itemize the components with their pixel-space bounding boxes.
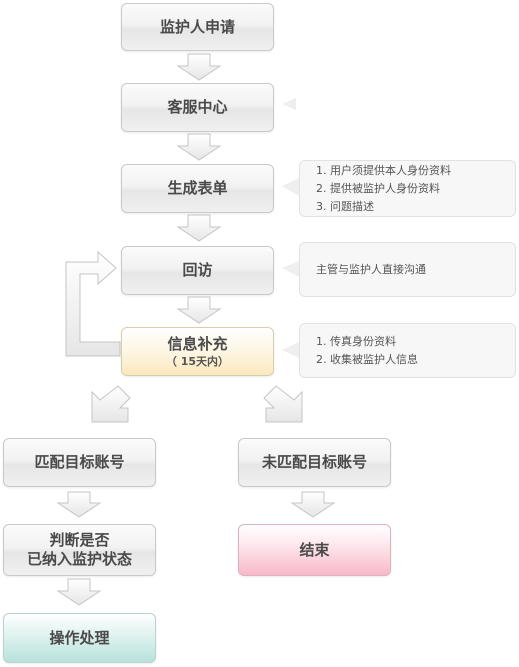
arrow-to-matched <box>91 385 131 423</box>
node-matched-label: 匹配目标账号 <box>34 453 125 472</box>
node-matched: 匹配目标账号 <box>3 438 156 487</box>
node-apply-label: 监护人申请 <box>159 17 235 36</box>
node-apply: 监护人申请 <box>121 3 274 51</box>
arrow-revisit-to-supplement <box>176 296 222 324</box>
node-judge: 判断是否 已纳入监护状态 <box>3 524 156 576</box>
arrow-form-to-revisit <box>176 214 222 242</box>
arrow-unmatched-to-end <box>290 491 336 518</box>
arrow-service-to-form <box>176 133 222 161</box>
note-revisit: 主管与监护人直接沟通 <box>299 242 516 297</box>
node-revisit-label: 回访 <box>182 261 213 280</box>
note-supplement-item-2: 2. 收集被监护人信息 <box>316 352 418 366</box>
arrow-matched-to-judge <box>56 491 102 518</box>
node-form-label: 生成表单 <box>167 179 228 198</box>
node-revisit: 回访 <box>121 246 274 295</box>
node-supplement: 信息补充 （ 15天内） <box>121 327 274 376</box>
node-service-label: 客服中心 <box>167 98 228 117</box>
note-pointer-service <box>282 98 296 110</box>
node-service: 客服中心 <box>121 83 274 132</box>
arrow-loop-back <box>65 250 121 357</box>
note-pointer-revisit <box>282 261 299 277</box>
node-unmatched-label: 未匹配目标账号 <box>261 453 367 472</box>
node-end: 结束 <box>238 524 391 576</box>
node-form: 生成表单 <box>121 164 274 213</box>
arrow-to-unmatched <box>263 385 303 423</box>
node-unmatched: 未匹配目标账号 <box>238 438 391 487</box>
node-judge-line1: 判断是否 <box>49 531 110 550</box>
arrow-judge-to-operate <box>56 578 102 606</box>
node-judge-line2: 已纳入监护状态 <box>26 550 132 568</box>
note-supplement-item-1: 1. 传真身份资料 <box>316 334 396 348</box>
note-form-item-2: 2. 提供被监护人身份资料 <box>316 181 440 195</box>
note-revisit-item-1: 主管与监护人直接沟通 <box>316 262 426 276</box>
node-end-label: 结束 <box>299 540 330 559</box>
note-form-item-1: 1. 用户须提供本人身份资料 <box>316 163 451 177</box>
note-pointer-supplement <box>282 342 299 358</box>
arrow-apply-to-service <box>176 53 222 81</box>
node-operate: 操作处理 <box>3 613 156 663</box>
node-supplement-label: 信息补充 <box>167 334 228 353</box>
node-supplement-sublabel: （ 15天内） <box>165 354 230 368</box>
node-operate-label: 操作处理 <box>49 628 110 647</box>
note-form-item-3: 3. 问题描述 <box>316 199 374 213</box>
note-form: 1. 用户须提供本人身份资料 2. 提供被监护人身份资料 3. 问题描述 <box>299 160 516 217</box>
note-supplement: 1. 传真身份资料 2. 收集被监护人信息 <box>299 323 516 378</box>
note-pointer-form <box>282 178 299 196</box>
